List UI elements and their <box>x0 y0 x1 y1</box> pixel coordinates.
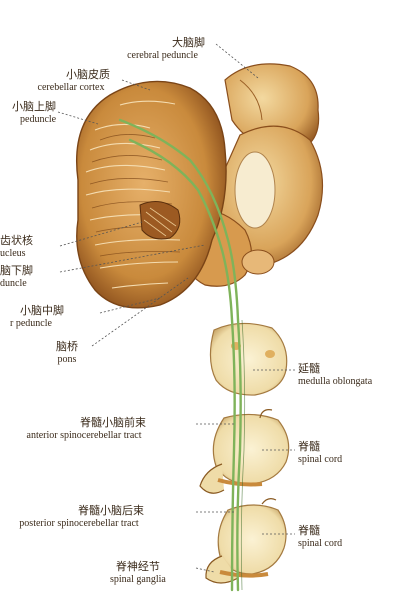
label-spinal-cord-2-zh: 脊髓 <box>298 524 320 537</box>
label-posterior-tract: 脊髓小脑后束 posterior spinocerebellar tract <box>14 504 144 530</box>
label-superior-peduncle-en: peduncle <box>20 114 57 125</box>
label-anterior-tract-zh: 脊髓小脑前束 <box>80 416 146 429</box>
label-cerebellar-cortex: 小脑皮质 cerebellar cortex <box>32 68 110 94</box>
label-anterior-tract: 脊髓小脑前束 anterior spinocerebellar tract <box>22 416 146 442</box>
label-dentate-nucleus-zh: 齿状核 <box>0 234 33 247</box>
label-pons-zh: 脑桥 <box>56 340 78 353</box>
label-cerebellar-cortex-zh: 小脑皮质 <box>66 68 110 81</box>
label-spinal-cord-2-en: spinal cord <box>298 538 343 549</box>
label-inferior-peduncle-zh: 脑下脚 <box>0 264 33 277</box>
label-medulla: 延髓 medulla oblongata <box>298 362 372 388</box>
label-posterior-tract-en: posterior spinocerebellar tract <box>19 518 139 529</box>
dentate-nucleus-shape <box>139 200 181 240</box>
label-cerebral-peduncle: 大脑脚 cerebral peduncle <box>120 36 205 62</box>
label-superior-peduncle: 小脑上脚 peduncle <box>12 100 56 126</box>
label-medulla-zh: 延髓 <box>298 362 320 375</box>
medulla-shape <box>209 322 288 396</box>
label-inferior-peduncle: 脑下脚 duncle <box>0 264 33 290</box>
label-cerebral-peduncle-en: cerebral peduncle <box>127 50 198 61</box>
label-superior-peduncle-zh: 小脑上脚 <box>12 100 56 113</box>
label-spinal-cord-2: 脊髓 spinal cord <box>298 524 342 550</box>
label-spinal-cord-1-zh: 脊髓 <box>298 440 320 453</box>
label-middle-peduncle-en: r peduncle <box>10 318 52 329</box>
label-spinal-cord-1: 脊髓 spinal cord <box>298 440 342 466</box>
spinal-cord-segment-2 <box>217 504 287 575</box>
label-posterior-tract-zh: 脊髓小脑后束 <box>78 504 144 517</box>
label-spinal-cord-1-en: spinal cord <box>298 454 343 465</box>
label-inferior-peduncle-en: duncle <box>0 278 27 289</box>
label-cerebellar-cortex-en: cerebellar cortex <box>37 82 105 93</box>
label-pons: 脑桥 pons <box>56 340 78 366</box>
label-spinal-ganglia-en: spinal ganglia <box>110 574 166 585</box>
label-medulla-en: medulla oblongata <box>298 376 373 387</box>
label-middle-peduncle-zh: 小脑中脚 <box>20 304 64 317</box>
label-anterior-tract-en: anterior spinocerebellar tract <box>26 430 142 441</box>
cerebellar-folia <box>85 100 181 289</box>
label-spinal-ganglia-zh: 脊神经节 <box>115 560 160 573</box>
label-dentate-nucleus-en: ucleus <box>0 248 26 259</box>
label-spinal-ganglia: 脊神经节 spinal ganglia <box>110 560 166 586</box>
label-middle-peduncle: 小脑中脚 r peduncle <box>10 304 64 330</box>
cerebellum-shape <box>75 80 227 309</box>
spinocerebellar-tracts <box>118 118 242 592</box>
label-dentate-nucleus: 齿状核 ucleus <box>0 234 33 260</box>
label-pons-en: pons <box>57 354 77 365</box>
spinal-cord-segment-1 <box>212 413 290 485</box>
leader-lines <box>57 43 295 573</box>
spinal-ganglion-shape <box>205 555 239 584</box>
label-cerebral-peduncle-zh: 大脑脚 <box>172 36 205 49</box>
